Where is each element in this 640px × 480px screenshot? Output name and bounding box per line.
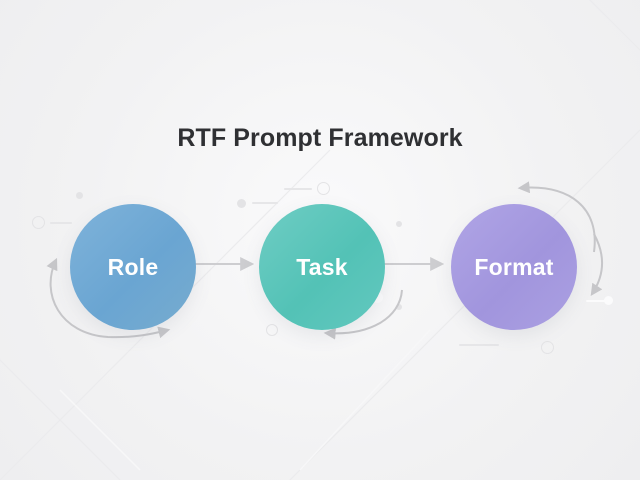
task-loop-arrow	[323, 289, 403, 340]
node-role-label: Role	[107, 253, 159, 280]
decor-line-left	[50, 222, 72, 224]
decor-ring-below-task	[266, 324, 278, 336]
decor-ring-center	[317, 182, 330, 195]
decor-dot-center-left	[237, 199, 246, 208]
decor-ring-left	[32, 216, 45, 229]
decor-ring-bottom-right	[541, 341, 554, 354]
node-task-label: Task	[296, 253, 348, 280]
format-loop-arrow	[517, 181, 604, 296]
node-format[interactable]: Format	[451, 204, 577, 330]
connector-role-to-task	[194, 257, 255, 271]
decor-line-center-high	[284, 188, 312, 190]
connector-task-to-format	[384, 257, 445, 271]
decor-line-center-low	[252, 202, 278, 204]
decor-dot-right-of-task	[396, 221, 402, 227]
page-title: RTF Prompt Framework	[177, 124, 463, 152]
role-loop-arrow	[46, 257, 171, 339]
decor-dot-upper-left	[76, 192, 83, 199]
node-role[interactable]: Role	[70, 204, 196, 330]
node-task[interactable]: Task	[259, 204, 385, 330]
node-format-label: Format	[474, 253, 554, 280]
decor-line-bottom-right	[459, 344, 499, 346]
